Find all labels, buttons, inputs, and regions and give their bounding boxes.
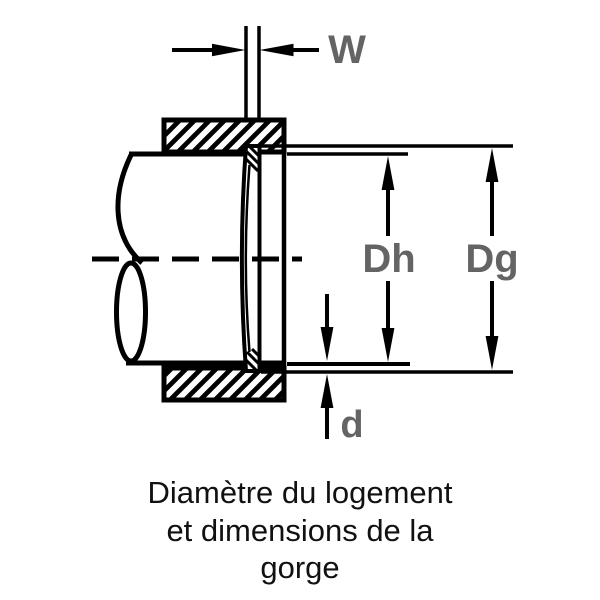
shaft-end-ellipse (114, 260, 148, 364)
w-label: W (328, 28, 366, 72)
caption-line-2: et dimensions de la (166, 513, 434, 548)
dimension-d: d (320, 294, 364, 446)
shaft (114, 151, 284, 366)
w-arrow-right-icon (212, 43, 246, 57)
dh-label: Dh (362, 237, 415, 281)
d-arrow-down-icon (320, 327, 334, 361)
caption-line-3: gorge (260, 550, 339, 585)
d-arrow-up-icon (320, 374, 334, 408)
d-label: d (340, 404, 363, 446)
retaining-ring (239, 143, 262, 374)
dg-arrow-down-icon (485, 336, 499, 370)
dg-arrow-up-icon (485, 148, 499, 182)
shaft-end-break-curve (115, 153, 144, 265)
dimension-dg: Dg (261, 144, 519, 374)
dg-label: Dg (465, 237, 518, 281)
caption: Diamètre du logement et dimensions de la… (148, 475, 453, 585)
ring-hatch-bottom (244, 347, 262, 374)
w-arrow-left-icon (259, 43, 294, 57)
caption-line-1: Diamètre du logement (148, 475, 453, 510)
dh-arrow-down-icon (381, 328, 395, 362)
ring-hatch-top (244, 143, 261, 173)
dimension-dh: Dh (287, 152, 416, 366)
ring-inner-edge (244, 164, 251, 353)
dimension-w: W (172, 26, 366, 119)
dh-arrow-up-icon (381, 156, 395, 190)
